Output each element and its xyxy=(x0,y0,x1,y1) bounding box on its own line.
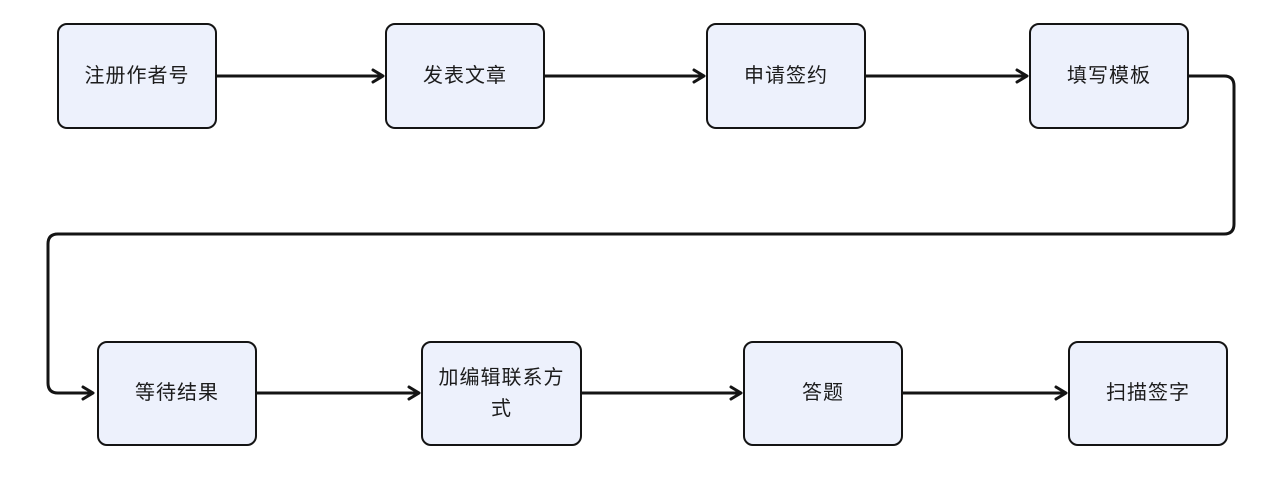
arrow-template-to-wait-wrap xyxy=(46,74,1236,401)
flow-node-wait-result: 等待结果 xyxy=(97,341,257,446)
node-label-register-author: 注册作者号 xyxy=(84,64,190,87)
node-label-publish-articles: 发表文章 xyxy=(423,64,507,87)
flow-node-scan-signature: 扫描签字 xyxy=(1068,341,1228,446)
node-label-fill-template: 填写模板 xyxy=(1067,64,1151,87)
flow-node-fill-template: 填写模板 xyxy=(1029,23,1189,129)
node-label-answer-questions: 答题 xyxy=(802,382,844,404)
flow-node-answer-questions: 答题 xyxy=(743,341,903,446)
node-label-apply-contract: 申请签约 xyxy=(744,64,828,87)
flow-node-publish-articles: 发表文章 xyxy=(385,23,545,129)
flow-node-apply-contract: 申请签约 xyxy=(706,23,866,129)
flow-node-register-author: 注册作者号 xyxy=(57,23,217,129)
node-label-add-editor-contact: 加编辑联系方式 xyxy=(438,366,565,420)
flow-node-add-editor-contact: 加编辑联系方式 xyxy=(421,341,582,446)
node-label-scan-signature: 扫描签字 xyxy=(1106,382,1190,404)
node-label-wait-result: 等待结果 xyxy=(135,382,219,404)
